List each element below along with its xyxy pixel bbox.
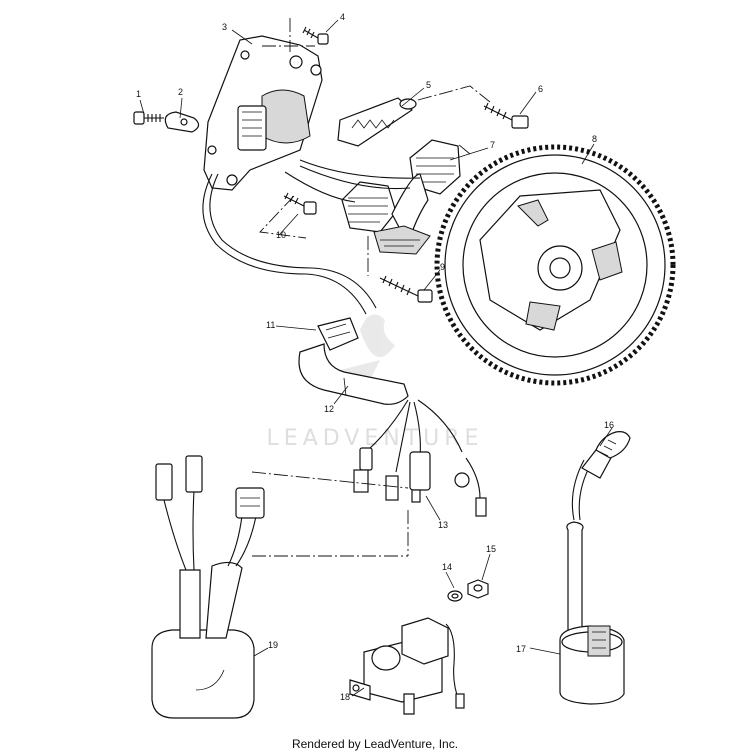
callout-16: 16 bbox=[604, 420, 614, 430]
nut-15 bbox=[467, 579, 489, 599]
callout-7: 7 bbox=[490, 140, 495, 150]
harness-cable bbox=[202, 173, 377, 315]
callouts: 1 2 3 4 5 6 7 8 9 10 11 12 13 14 15 16 1… bbox=[136, 12, 614, 702]
callout-18: 18 bbox=[340, 692, 350, 702]
solenoid bbox=[349, 617, 465, 715]
bolt-9 bbox=[379, 275, 433, 303]
watermark-text: LEADVENTURE bbox=[267, 426, 484, 451]
callout-3: 3 bbox=[222, 22, 227, 32]
flywheel bbox=[434, 144, 676, 386]
callout-2: 2 bbox=[178, 87, 183, 97]
callout-17: 17 bbox=[516, 644, 526, 654]
callout-10: 10 bbox=[276, 230, 286, 240]
screw-4 bbox=[302, 26, 329, 45]
callout-12: 12 bbox=[324, 404, 334, 414]
callout-19: 19 bbox=[268, 640, 278, 650]
callout-8: 8 bbox=[592, 134, 597, 144]
callout-6: 6 bbox=[538, 84, 543, 94]
callout-1: 1 bbox=[136, 89, 141, 99]
screw-1 bbox=[133, 111, 164, 125]
ignition-coil bbox=[559, 431, 631, 705]
reference-lines bbox=[251, 18, 491, 557]
callout-14: 14 bbox=[442, 562, 452, 572]
callout-15: 15 bbox=[486, 544, 496, 554]
callout-4: 4 bbox=[340, 12, 345, 22]
wire-loom bbox=[298, 343, 409, 405]
charging-coil bbox=[341, 139, 461, 255]
callout-13: 13 bbox=[438, 520, 448, 530]
screw-10 bbox=[283, 192, 317, 215]
callout-5: 5 bbox=[426, 80, 431, 90]
harness-connectors bbox=[353, 399, 487, 517]
grommet bbox=[317, 317, 359, 351]
watermark: LEADVENTURE bbox=[267, 314, 484, 451]
lock-washer-14 bbox=[447, 590, 463, 602]
clamp-2 bbox=[164, 111, 200, 133]
stator-wires bbox=[284, 159, 421, 203]
exciter-coil bbox=[337, 97, 417, 147]
stator-plate bbox=[203, 35, 323, 191]
regulator-box bbox=[151, 455, 265, 719]
callout-11: 11 bbox=[266, 320, 275, 330]
footer-credit: Rendered by LeadVenture, Inc. bbox=[292, 737, 458, 751]
bolt-6 bbox=[483, 102, 529, 129]
callout-9: 9 bbox=[440, 262, 445, 272]
